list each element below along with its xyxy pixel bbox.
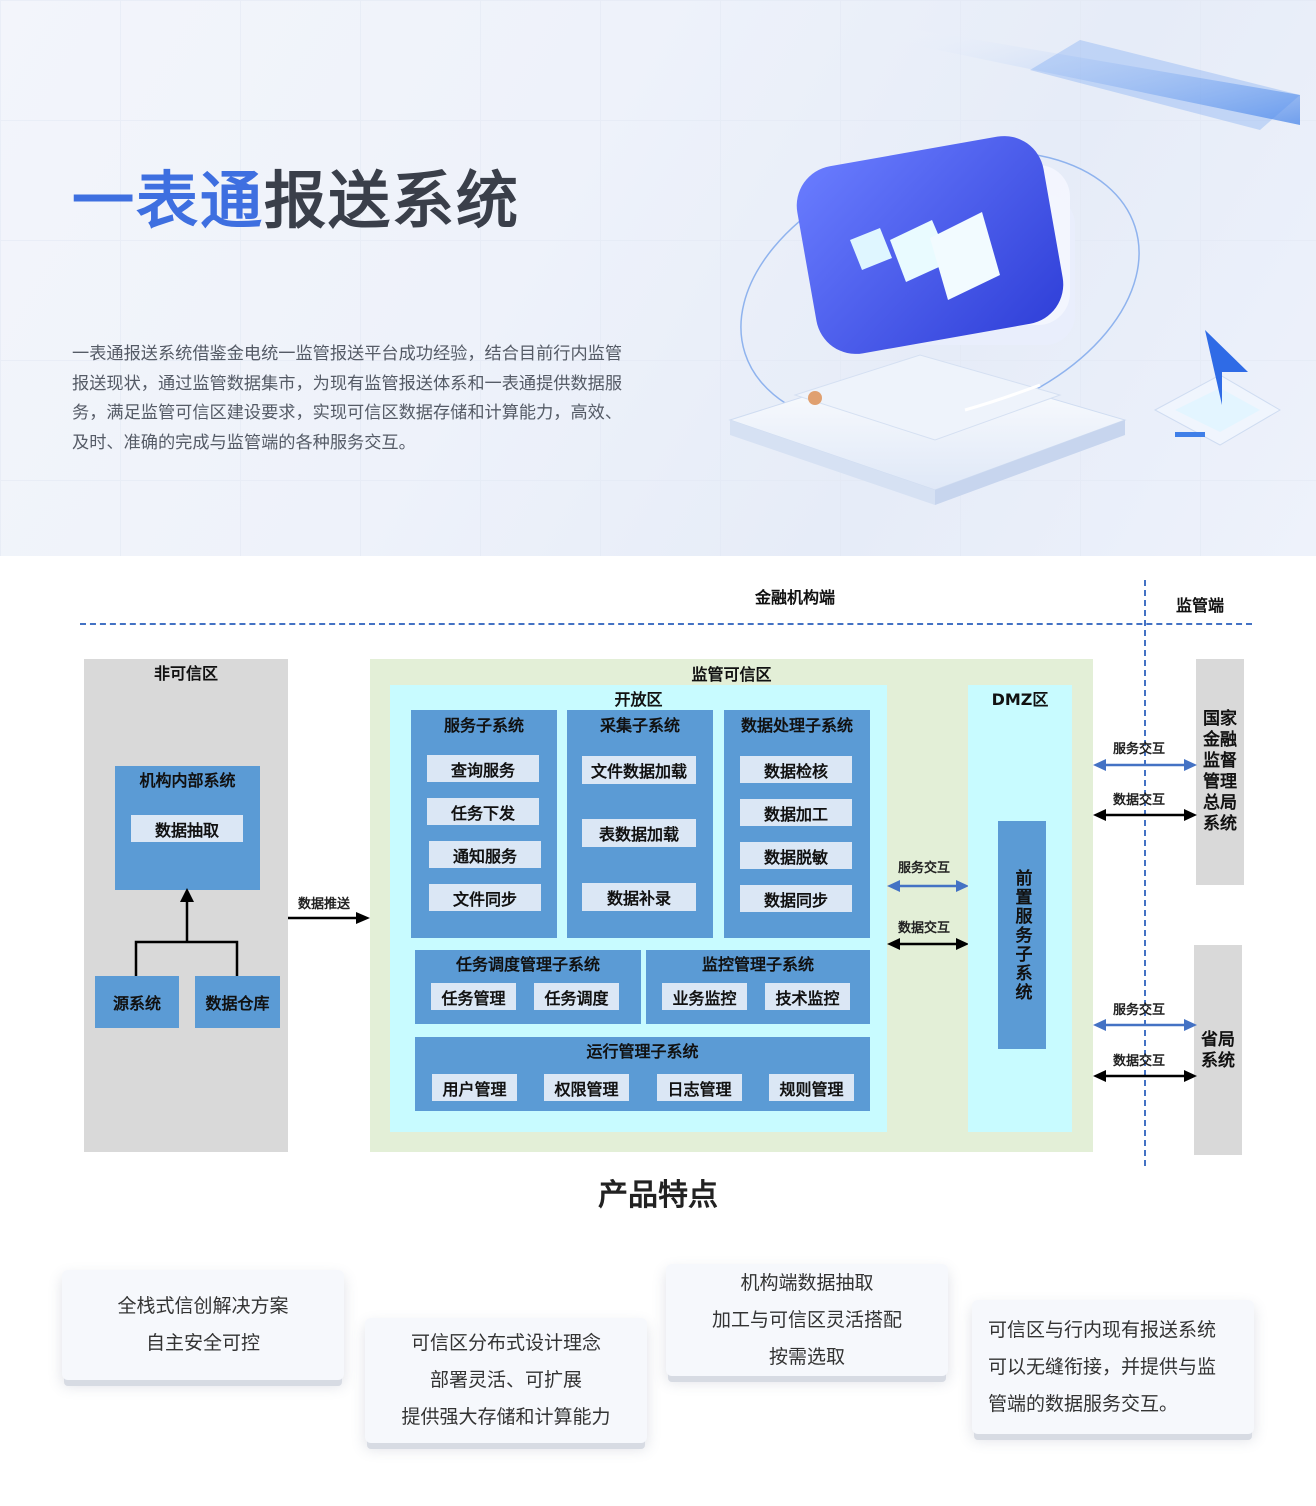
data-sync-chip: 数据同步 [740, 885, 852, 912]
file-sync-chip: 文件同步 [429, 884, 541, 911]
provincial-data-interaction-label: 数据交互 [1113, 1054, 1166, 1069]
untrusted-zone-title: 非可信区 [153, 664, 218, 683]
provincial-data-interaction-arrow [1093, 1070, 1197, 1082]
feature-card-4-line-3: 管端的数据服务交互。 [988, 1392, 1179, 1415]
open-zone-title: 开放区 [614, 690, 663, 709]
front-service-subsystem-label: 前置服务子系统 [1011, 868, 1032, 1002]
permission-management-chip: 权限管理 [544, 1074, 629, 1101]
provincial-service-interaction-label: 服务交互 [1113, 1003, 1166, 1018]
scheduling-subsystem-title: 任务调度管理子系统 [455, 955, 600, 974]
hero-banner: 一表通报送系统 一表通报送系统借鉴金电统一监管报送平台成功经验，结合目前行内监管… [0, 0, 1316, 556]
data-validation-chip: 数据检核 [740, 756, 852, 783]
data-extraction-chip: 数据抽取 [131, 815, 243, 842]
national-regulator-label: 国家金融监督管理总局系统 [1203, 709, 1237, 834]
service-subsystem-title: 服务子系统 [443, 716, 524, 735]
institution-side-label: 金融机构端 [755, 588, 836, 607]
national-service-interaction-arrow [1093, 759, 1197, 771]
regulator-side-label: 监管端 [1176, 596, 1225, 615]
task-dispatch-chip: 任务下发 [427, 798, 539, 825]
feature-card-2-line-1: 可信区分布式设计理念 [410, 1332, 601, 1354]
dmz-service-interaction-arrow [887, 880, 969, 892]
log-management-chip: 日志管理 [657, 1074, 742, 1101]
data-processing-chip: 数据加工 [740, 799, 852, 826]
data-push-label: 数据推送 [298, 897, 351, 912]
processing-subsystem-title: 数据处理子系统 [740, 716, 853, 735]
national-data-interaction-label: 数据交互 [1113, 793, 1166, 808]
collection-subsystem-title: 采集子系统 [599, 716, 680, 735]
title-accent: 一表通 [72, 164, 265, 237]
feature-card-3-line-3: 按需选取 [768, 1345, 845, 1368]
feature-card-3: 机构端数据抽取 加工与可信区灵活搭配 按需选取 [666, 1264, 948, 1376]
feature-card-4-line-1: 可信区与行内现有报送系统 [988, 1318, 1217, 1341]
user-management-chip: 用户管理 [432, 1074, 517, 1101]
chart-cube-illustration [728, 25, 1300, 505]
internal-system-label: 机构内部系统 [139, 771, 236, 790]
dmz-data-interaction-label: 数据交互 [898, 921, 951, 936]
data-supplement-chip: 数据补录 [582, 883, 696, 911]
architecture-diagram: 金融机构端 监管端 非可信区 机构内部系统 数据抽取 源系统 数据仓库 数据推送… [0, 556, 1316, 1166]
task-scheduling-chip: 任务调度 [534, 983, 619, 1010]
dmz-zone-title: DMZ区 [991, 690, 1049, 709]
national-regulator-box [1196, 659, 1244, 885]
feature-card-1-line-1: 全栈式信创解决方案 [117, 1295, 289, 1317]
provincial-regulator-label: 省局系统 [1201, 1030, 1235, 1071]
rule-management-chip: 规则管理 [769, 1074, 854, 1101]
provincial-regulator-box [1194, 945, 1242, 1155]
vertical-separator [1144, 580, 1146, 1166]
hero-grid-background [0, 0, 1316, 556]
feature-card-4: 可信区与行内现有报送系统 可以无缝衔接，并提供与监 管端的数据服务交互。 [972, 1300, 1254, 1434]
feature-card-3-line-1: 机构端数据抽取 [740, 1271, 874, 1294]
feature-card-2: 可信区分布式设计理念 部署灵活、可扩展 提供强大存储和计算能力 [365, 1318, 647, 1443]
feature-card-1-line-2: 自主安全可控 [145, 1332, 260, 1354]
source-system-box: 源系统 [95, 976, 179, 1028]
feature-card-3-line-2: 加工与可信区灵活搭配 [711, 1308, 902, 1331]
national-data-interaction-arrow [1093, 809, 1197, 821]
merge-arrow-connector [134, 888, 239, 976]
provincial-service-interaction-arrow [1093, 1019, 1197, 1031]
feature-card-2-line-3: 提供强大存储和计算能力 [401, 1406, 611, 1428]
title-rest: 报送系统 [264, 164, 521, 237]
notification-service-chip: 通知服务 [429, 841, 541, 868]
feature-card-2-line-2: 部署灵活、可扩展 [429, 1369, 582, 1391]
features-title: 产品特点 [598, 1178, 718, 1213]
page-title: 一表通报送系统 [72, 150, 520, 240]
feature-card-1: 全栈式信创解决方案 自主安全可控 [62, 1270, 344, 1380]
national-service-interaction-label: 服务交互 [1113, 742, 1166, 757]
data-masking-chip: 数据脱敏 [740, 842, 852, 869]
horizontal-separator [80, 623, 1252, 625]
table-data-load-chip: 表数据加载 [582, 819, 696, 847]
dmz-service-interaction-label: 服务交互 [898, 861, 951, 876]
hero-description: 一表通报送系统借鉴金电统一监管报送平台成功经验，结合目前行内监管报送现状，通过监… [72, 344, 623, 453]
front-service-subsystem: 前置服务子系统 [998, 821, 1046, 1049]
file-data-load-chip: 文件数据加载 [582, 756, 696, 784]
task-management-chip: 任务管理 [431, 983, 516, 1010]
monitoring-subsystem-title: 监控管理子系统 [701, 955, 814, 974]
trusted-zone-title: 监管可信区 [691, 665, 772, 684]
feature-card-4-line-2: 可以无缝衔接，并提供与监 [988, 1355, 1217, 1378]
operations-subsystem-title: 运行管理子系统 [586, 1042, 699, 1061]
data-push-arrow [288, 912, 370, 924]
data-warehouse-box: 数据仓库 [195, 976, 280, 1028]
query-service-chip: 查询服务 [427, 755, 539, 782]
dmz-data-interaction-arrow [887, 938, 969, 950]
technical-monitoring-chip: 技术监控 [765, 983, 850, 1010]
business-monitoring-chip: 业务监控 [662, 983, 747, 1010]
